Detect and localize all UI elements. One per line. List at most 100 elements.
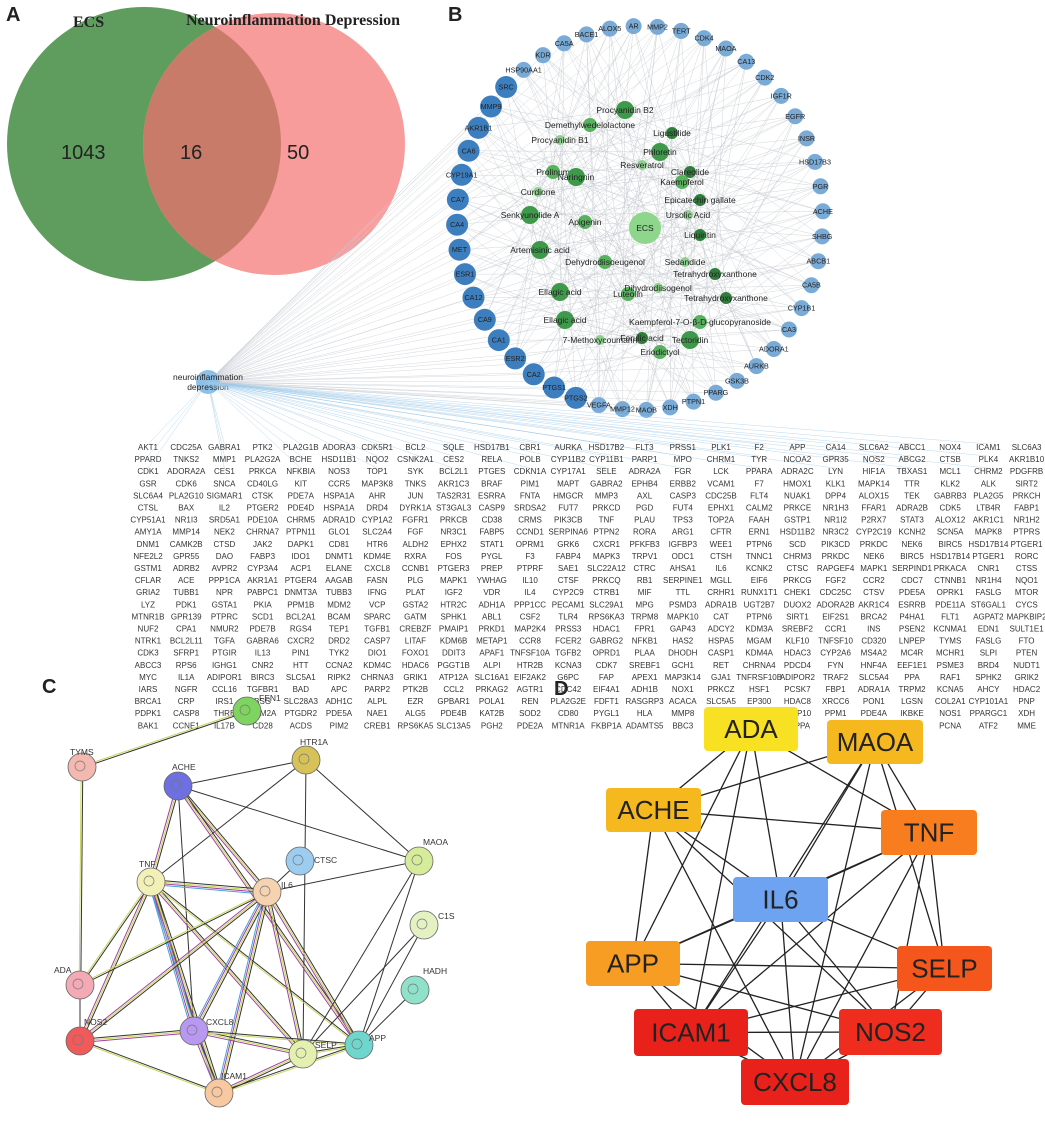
network-edge [564, 319, 757, 367]
string-edge [79, 881, 152, 1042]
target-gene-prkdc: PRKDC [822, 552, 850, 561]
target-gene-fabp5: FABP5 [479, 528, 504, 537]
target-gene-app: APP [789, 443, 805, 452]
network-edge [575, 261, 606, 398]
ring-gene-node-cdk4 [696, 30, 713, 47]
fan-edge [207, 381, 989, 457]
target-gene-ppara: PPARA [746, 467, 773, 476]
network-edge [478, 127, 554, 173]
target-gene-alpi: ALPI [483, 661, 500, 670]
network-edge [604, 211, 823, 263]
target-gene-rora: RORA [633, 528, 657, 537]
target-gene-akt1: AKT1 [138, 443, 159, 452]
target-gene-thrb: THRB [214, 709, 236, 718]
target-gene-mtor: MTOR [1015, 588, 1039, 597]
target-gene-kcna5: KCNA5 [937, 685, 964, 694]
target-gene-ppm1: PPM1 [825, 709, 847, 718]
string-edge [177, 759, 307, 787]
protein-structure-icon [211, 1086, 223, 1098]
target-gene-pecam1: PECAM1 [552, 600, 585, 609]
target-gene-serpina6: SERPINA6 [548, 528, 588, 537]
target-gene-fkbp1a: FKBP1A [591, 721, 622, 730]
target-gene-rasgrp3: RASGRP3 [625, 697, 664, 706]
target-gene-pmaip1: PMAIP1 [439, 625, 469, 634]
target-gene-pde4d: PDE4D [287, 504, 314, 513]
ring-gene-label: VEGFA [587, 401, 611, 410]
target-gene-tep1: TEP1 [329, 625, 350, 634]
target-gene-fdft1: FDFT1 [594, 697, 619, 706]
target-gene-kcna3: KCNA3 [555, 661, 582, 670]
fan-edge [207, 381, 913, 469]
target-gene-ctsb: CTSB [940, 455, 961, 464]
target-gene-rb1: RB1 [637, 576, 653, 585]
string-edge [152, 881, 222, 1093]
compound-node-7-methoxycoumarin [595, 335, 605, 345]
target-gene-cdc25a: CDC25A [170, 443, 202, 452]
target-gene-ighg1: IGHG1 [212, 661, 237, 670]
network-edge [459, 171, 554, 250]
target-gene-ctsv: CTSV [863, 588, 885, 597]
target-gene-gpr139: GPR139 [171, 612, 202, 621]
target-gene-ffar1: FFAR1 [861, 504, 886, 513]
network-edge [464, 151, 661, 275]
target-gene-nos2: NOS2 [863, 455, 885, 464]
hub-edge [779, 899, 796, 1083]
compound-label: Ligustilide [653, 128, 691, 138]
disease-ring-edge [207, 381, 694, 402]
network-edge [699, 186, 821, 201]
target-gene-prkd1: PRKD1 [478, 625, 505, 634]
fan-edge [147, 381, 209, 457]
compound-node-artemisinic-acid [531, 241, 549, 259]
string-edge [176, 786, 359, 1047]
network-edge [539, 77, 765, 251]
disease-ring-edge [207, 61, 747, 383]
hub-node-ache [606, 788, 701, 832]
network-edge [609, 28, 659, 289]
target-gene-nudt1: NUDT1 [1013, 661, 1040, 670]
target-gene-pde10a: PDE10A [247, 516, 278, 525]
target-gene-pfkfb3: PFKFB3 [629, 540, 660, 549]
target-gene-ptk2b: PTK2B [403, 685, 428, 694]
target-gene-grk6: GRK6 [557, 540, 579, 549]
target-gene-cdk5r1: CDK5R1 [361, 443, 393, 452]
disease-ring-edge [207, 358, 516, 383]
network-edge [598, 339, 601, 406]
target-gene-gabra2: GABRA2 [590, 479, 623, 488]
ring-gene-label: CA12 [464, 293, 482, 302]
target-gene-cdk5: CDK5 [940, 504, 962, 513]
target-gene-dnmt3a: DNMT3A [284, 588, 318, 597]
network-edge [584, 38, 705, 223]
target-gene-ctsf: CTSF [558, 576, 579, 585]
target-gene-aldh2: ALDH2 [403, 540, 429, 549]
target-gene-trpm2: TRPM2 [898, 685, 926, 694]
ring-gene-node-abcb1 [810, 253, 827, 270]
network-edge [533, 151, 661, 375]
target-gene-slc28a3: SLC28A3 [284, 697, 319, 706]
target-gene-npr: NPR [216, 588, 233, 597]
network-edge [699, 199, 802, 309]
target-gene-rps6: RPS6 [176, 661, 197, 670]
target-gene-acaca: ACACA [669, 697, 697, 706]
network-edge [552, 171, 812, 286]
disease-ring-edge [207, 28, 610, 383]
network-edge [687, 138, 807, 216]
target-gene-cflar: CFLAR [135, 576, 161, 585]
target-gene-psme3: PSME3 [937, 661, 965, 670]
ring-gene-node-esr2 [504, 347, 527, 370]
string-edge [80, 1032, 195, 1044]
target-gene-cdk3: CDK3 [137, 649, 159, 658]
fan-edge [207, 381, 913, 457]
target-gene-ptger4: PTGER4 [285, 576, 318, 585]
compound-label: Artemisinic acid [510, 245, 570, 255]
target-gene-csf2: CSF2 [520, 612, 541, 621]
target-gene-serpind1: SERPIND1 [892, 564, 933, 573]
network-edge [599, 339, 716, 393]
network-edge [515, 321, 701, 359]
network-edge [684, 261, 774, 350]
target-gene-kdm3a: KDM3A [745, 625, 773, 634]
target-gene-gpbar1: GPBAR1 [437, 697, 470, 706]
target-gene-casp1: CASP1 [708, 649, 735, 658]
string-edge [81, 882, 153, 1042]
hub-node-selp [897, 946, 992, 991]
